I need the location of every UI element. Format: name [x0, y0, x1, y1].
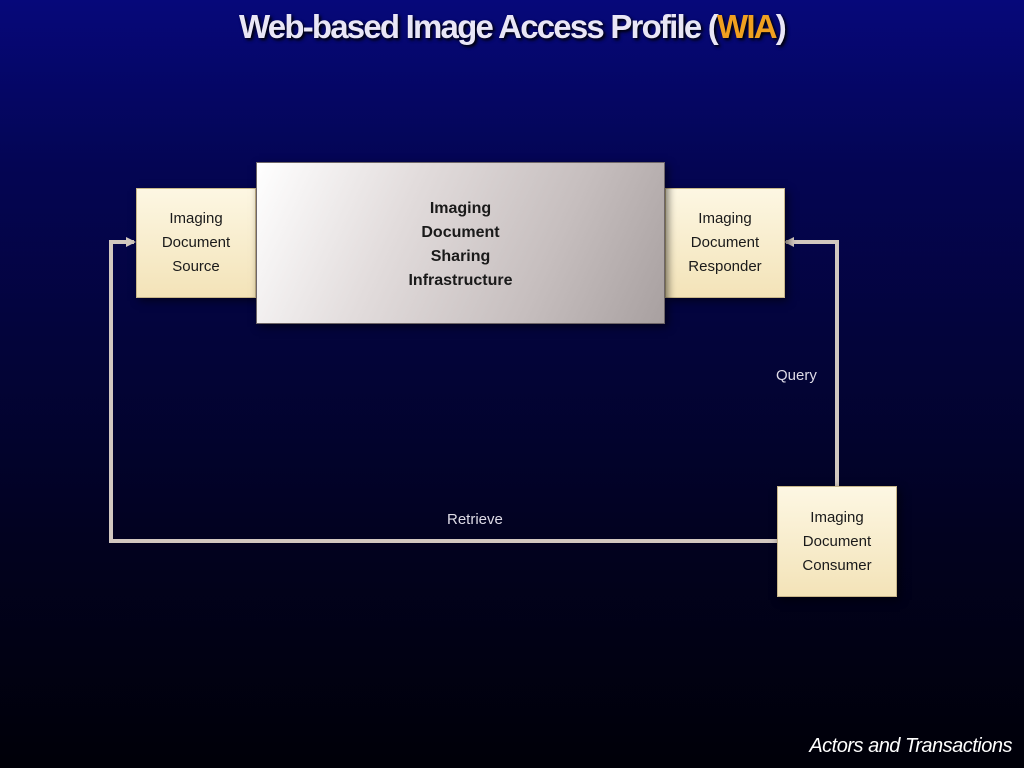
query-arrow: [784, 237, 839, 486]
source-label: Imaging Document Source: [161, 210, 231, 275]
imaging-document-consumer-box: Imaging Document Consumer: [777, 486, 897, 597]
retrieve-transaction-label: Retrieve: [447, 511, 503, 528]
infrastructure-label: Imaging Document Sharing Infrastructure: [408, 200, 513, 289]
query-transaction-label: Query: [776, 367, 817, 384]
slide-subtitle: Actors and Transactions: [809, 735, 1012, 757]
title-text: Web-based Image Access Profile (: [239, 8, 719, 45]
retrieve-arrow: [109, 237, 777, 543]
imaging-document-responder-box: Imaging Document Responder: [665, 188, 785, 298]
title-close-paren: ): [775, 8, 787, 45]
title-acronym: WIA: [716, 8, 778, 45]
imaging-document-source-box: Imaging Document Source: [136, 188, 256, 298]
slide-title: Web-based Image Access Profile (WIA): [0, 8, 1024, 46]
responder-label: Imaging Document Responder: [688, 210, 762, 275]
consumer-label: Imaging Document Consumer: [802, 508, 872, 574]
imaging-document-sharing-infrastructure-box: Imaging Document Sharing Infrastructure: [256, 162, 665, 324]
